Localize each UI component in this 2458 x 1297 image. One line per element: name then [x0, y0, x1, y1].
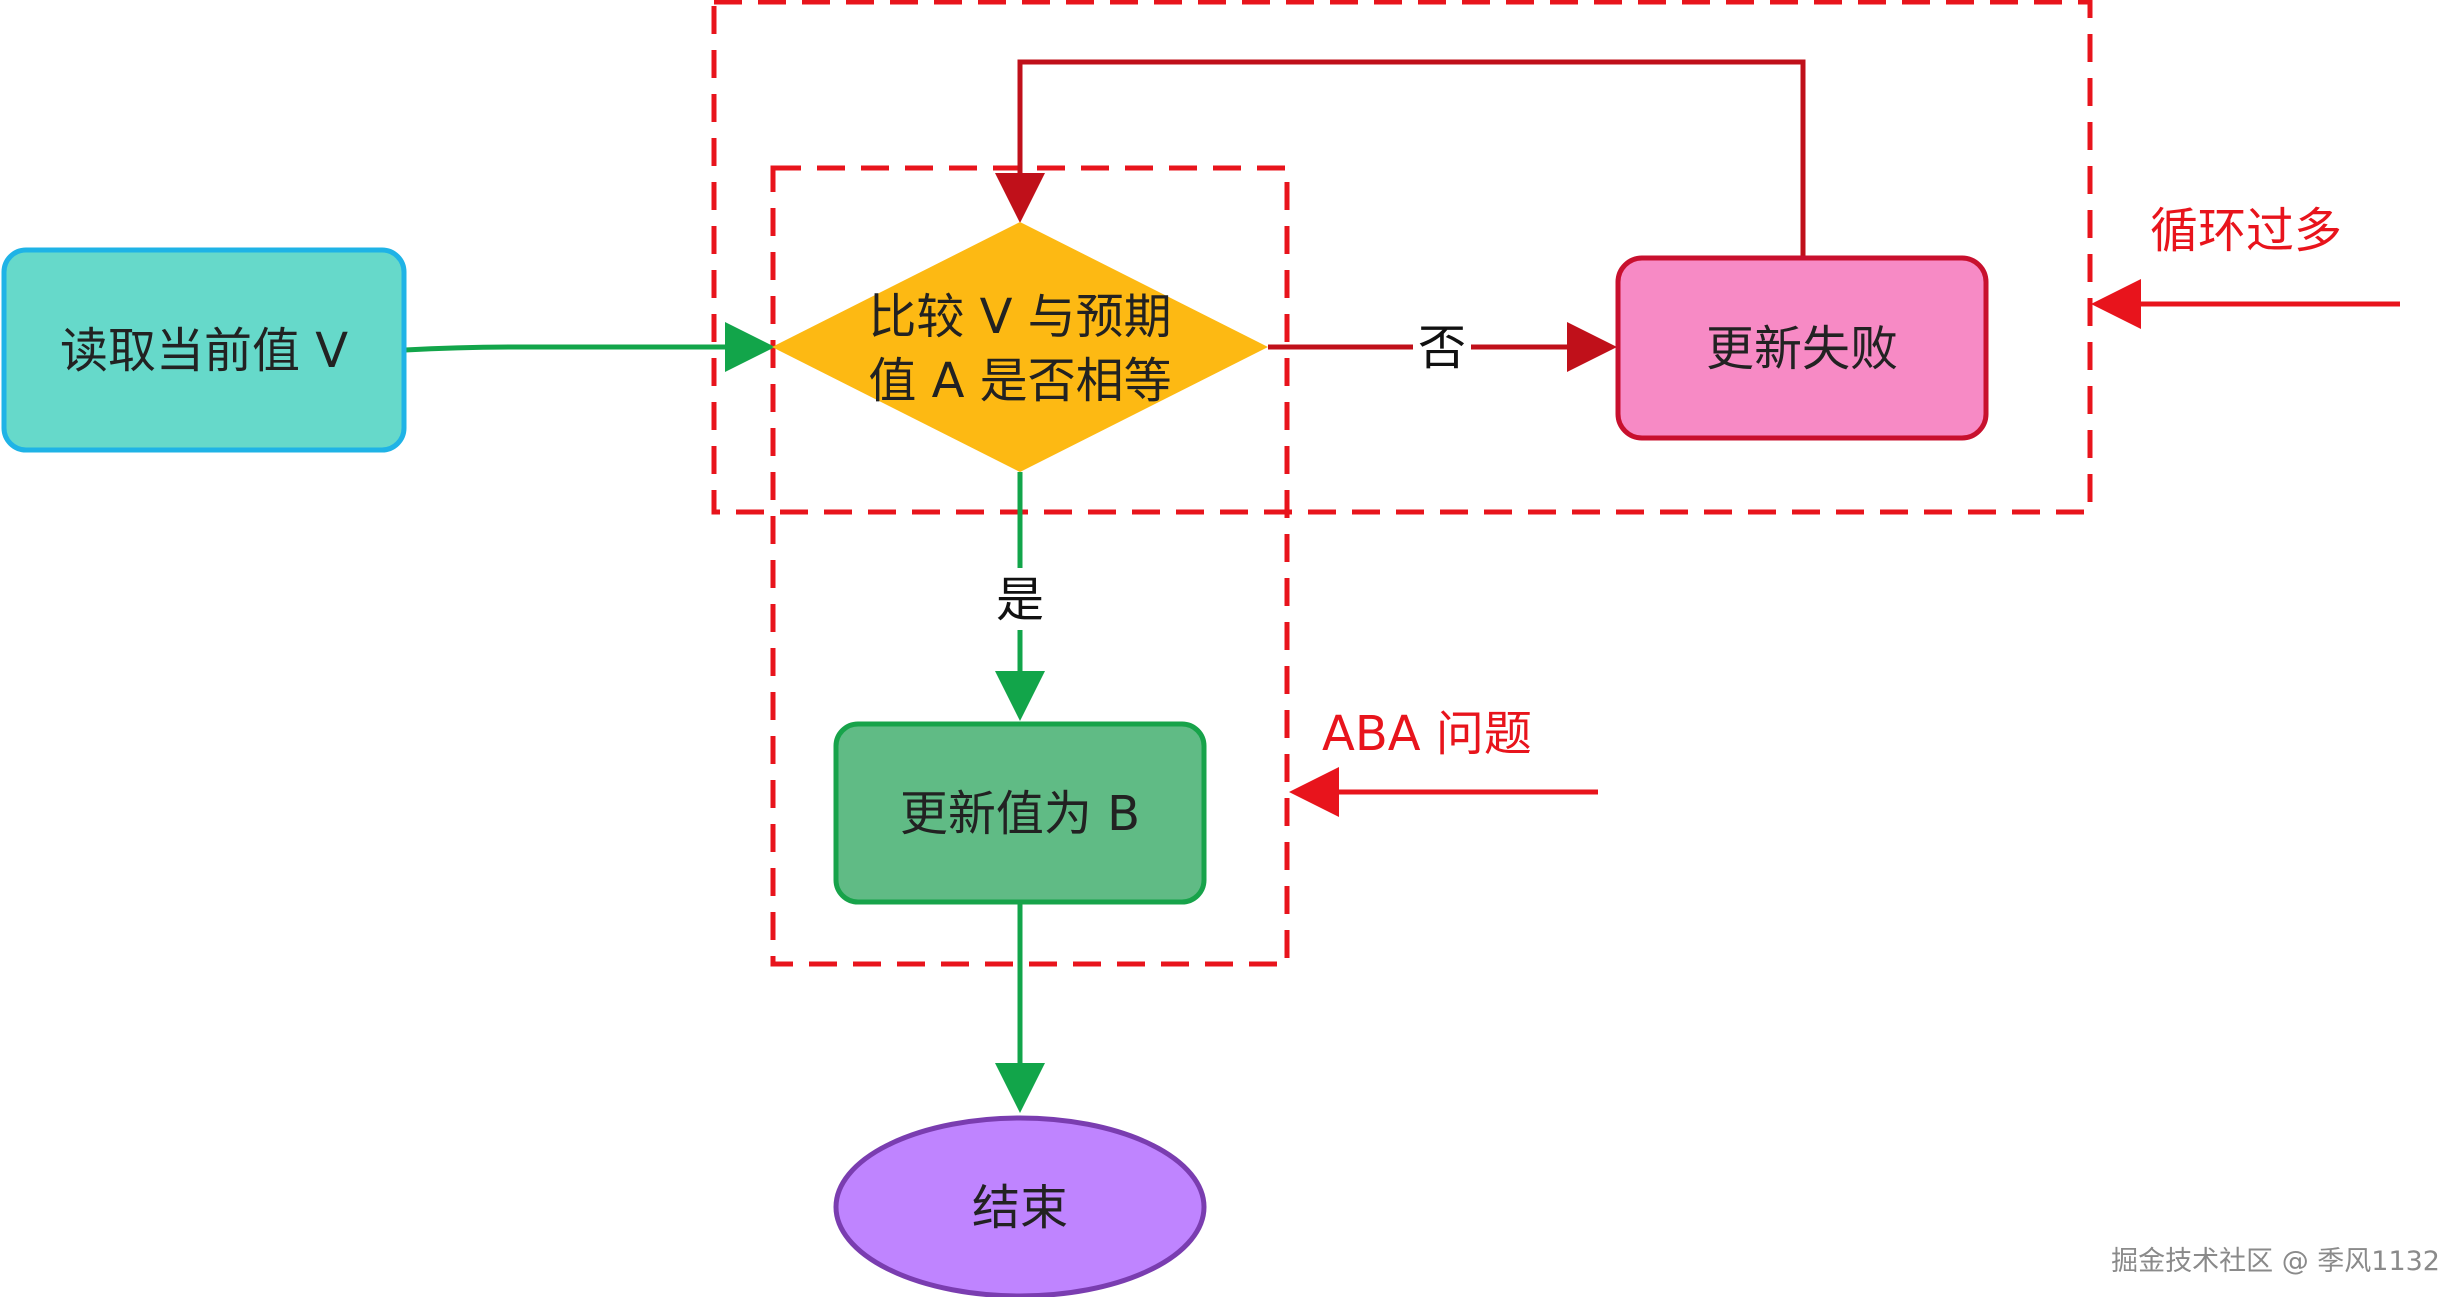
annotation-aba-label: ABA 问题 — [1322, 706, 1532, 762]
node-compare-label-line2: 值 A 是否相等 — [868, 353, 1171, 409]
node-end — [833, 1115, 1207, 1297]
node-update-failed-label: 更新失败 — [1706, 321, 1898, 377]
edge-read-to-compare — [404, 322, 775, 372]
edge-label-no: 否 — [1418, 320, 1466, 376]
edge-label-yes: 是 — [996, 572, 1044, 628]
node-update-failed — [1615, 255, 1989, 441]
edge-fail-loop-back — [995, 59, 1806, 256]
node-end-label: 结束 — [972, 1180, 1068, 1236]
node-read-value-label: 读取当前值 V — [60, 323, 348, 379]
no-label-bg — [1413, 318, 1471, 376]
node-compare — [772, 222, 1268, 472]
watermark: 掘金技术社区 @ 季风1132 — [2111, 1246, 2440, 1277]
node-compare-label-line1: 比较 V 与预期 — [868, 289, 1171, 345]
annotation-loop-label: 循环过多 — [2150, 203, 2342, 259]
aba-region-dashed — [770, 165, 1290, 967]
yes-label-bg — [991, 568, 1049, 630]
loop-region-dashed — [711, 0, 2093, 515]
node-read-value — [1, 247, 407, 453]
node-update-value — [833, 721, 1207, 905]
node-update-value-label: 更新值为 B — [900, 786, 1140, 842]
